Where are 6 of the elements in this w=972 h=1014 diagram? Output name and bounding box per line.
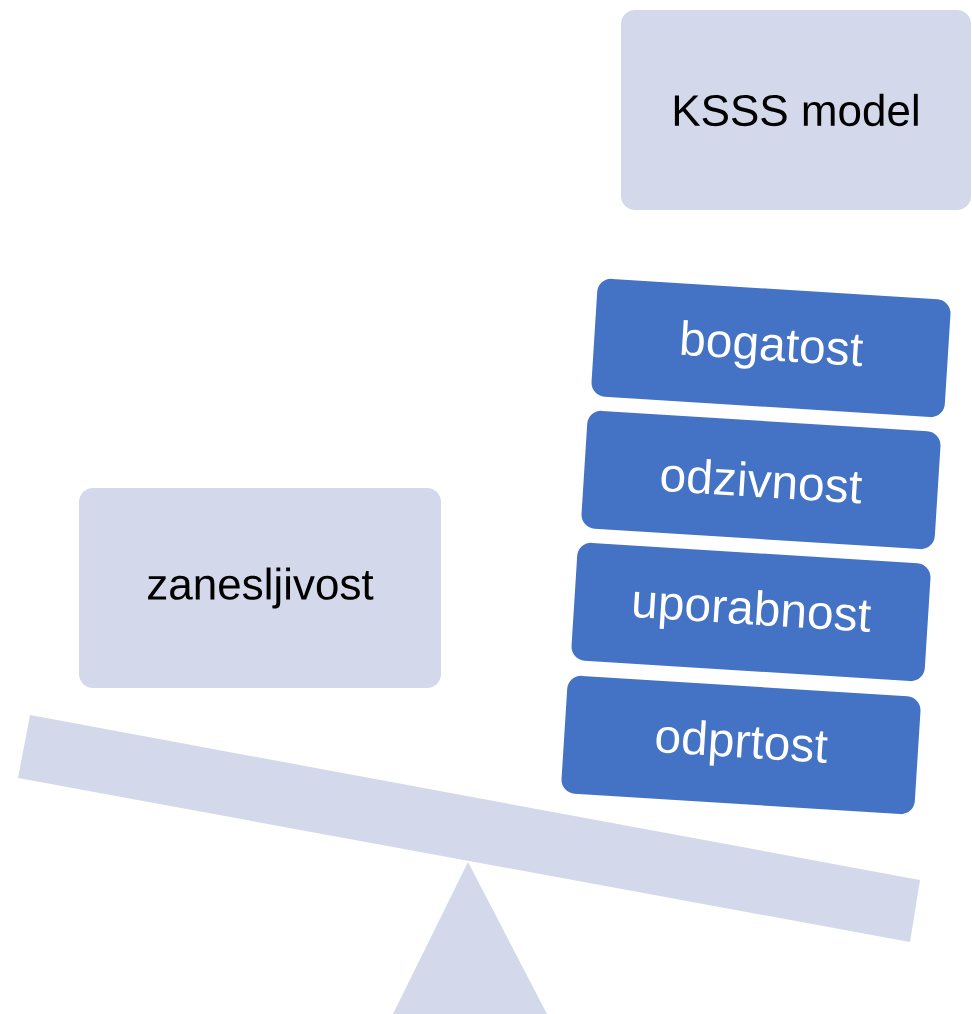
quality-block: odprtost bbox=[561, 675, 921, 815]
process-box: KSSS model bbox=[621, 10, 971, 210]
quality-block: bogatost bbox=[591, 278, 951, 418]
process-box: zanesljivost bbox=[79, 488, 441, 688]
quality-block: odzivnost bbox=[581, 410, 941, 550]
quality-block: uporabnost bbox=[571, 542, 931, 682]
